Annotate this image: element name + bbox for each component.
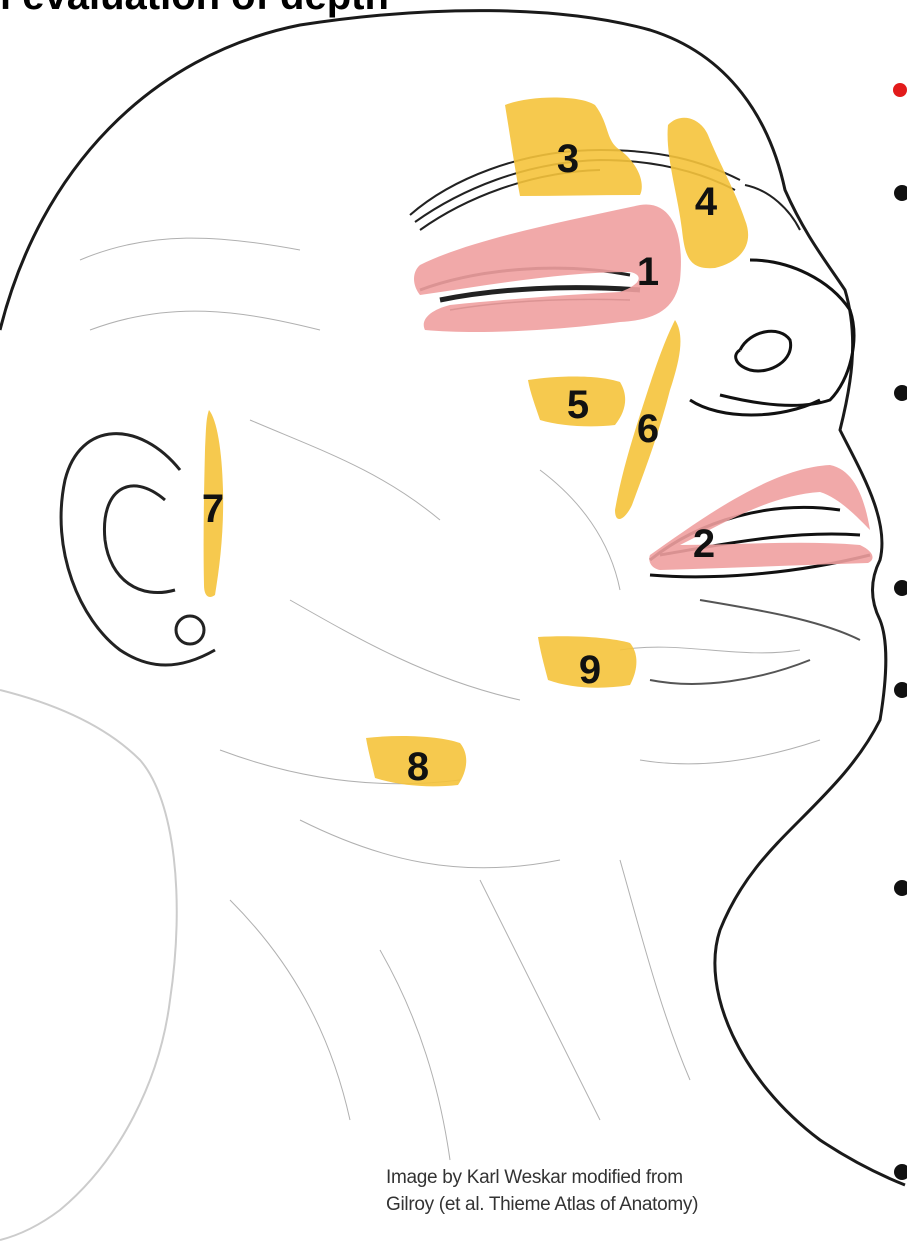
region-label-9: 9 [579, 648, 601, 692]
bullet-dot [894, 1164, 907, 1180]
region-label-8: 8 [407, 745, 429, 789]
credit-line-1: Image by Karl Weskar modified from [386, 1164, 698, 1191]
bullet-dot [894, 580, 907, 596]
region-label-1: 1 [637, 250, 659, 294]
ear [61, 434, 215, 665]
image-credit: Image by Karl Weskar modified from Gilro… [386, 1164, 698, 1218]
region-label-6: 6 [637, 407, 659, 451]
nose [690, 260, 854, 415]
bullet-dot [894, 880, 907, 896]
bullet-dot [893, 83, 907, 97]
bullet-dot [894, 185, 907, 201]
region-label-7: 7 [202, 487, 224, 531]
region-label-5: 5 [567, 383, 589, 427]
region-label-3: 3 [557, 137, 579, 181]
credit-line-2: Gilroy (et al. Thieme Atlas of Anatomy) [386, 1191, 698, 1218]
bullet-list [893, 83, 907, 1180]
regions [204, 98, 873, 787]
back-of-neck [0, 690, 177, 1240]
region-label-4: 4 [695, 180, 718, 224]
sketch-texture [80, 238, 820, 1160]
region-label-2: 2 [693, 522, 715, 566]
region-2[interactable] [649, 465, 872, 570]
bullet-dot [894, 682, 907, 698]
chin [650, 600, 860, 684]
bullet-dot [894, 385, 907, 401]
